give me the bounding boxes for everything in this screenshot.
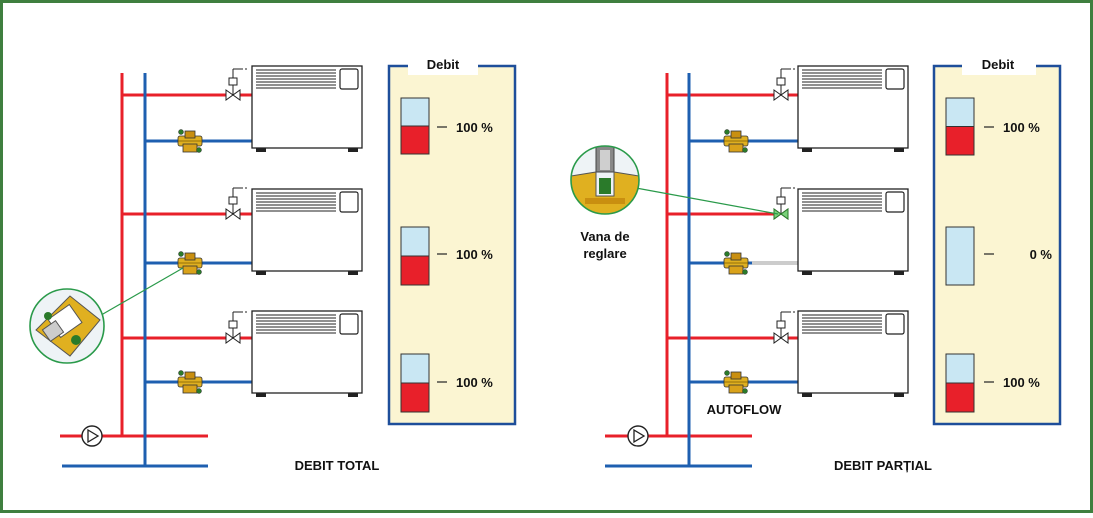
- pump-icon: [81, 425, 103, 447]
- zoom-callout-icon: [29, 267, 184, 364]
- left-gauge-3: [400, 353, 430, 413]
- right-gauge-1: [945, 97, 975, 156]
- radiator-icon: [797, 310, 909, 398]
- left-flow-label-1: 100 %: [456, 120, 493, 135]
- right-caption: DEBIT PARȚIAL: [834, 458, 932, 473]
- right-return-pipes: [605, 73, 798, 468]
- right-gauge-3: [945, 353, 975, 413]
- right-gauge-2: [945, 226, 975, 286]
- radiator-icon: [251, 65, 363, 153]
- radiator-icon: [797, 65, 909, 153]
- radiator-icon: [251, 188, 363, 276]
- left-panel-title: Debit: [427, 57, 460, 72]
- right-panel-title: Debit: [982, 57, 1015, 72]
- left-flow-label-3: 100 %: [456, 375, 493, 390]
- right-system: Vana de reglare AUTOFLOW Debit 100 % 0 %: [570, 55, 1062, 473]
- left-flow-label-2: 100 %: [456, 247, 493, 262]
- right-flow-label-3: 100 %: [1003, 375, 1040, 390]
- valve-label-line2: reglare: [583, 246, 626, 261]
- left-caption: DEBIT TOTAL: [295, 458, 380, 473]
- valve-label-line1: Vana de: [580, 229, 629, 244]
- zoom-callout-icon: [570, 145, 779, 215]
- right-debit-panel: Debit 100 % 0 % 100 %: [932, 55, 1062, 426]
- left-gauge-1: [400, 97, 430, 155]
- left-debit-panel: Debit 100 % 100 % 100 %: [387, 55, 517, 426]
- radiator-icon: [251, 310, 363, 398]
- radiator-icon: [797, 188, 909, 276]
- right-flow-label-1: 100 %: [1003, 120, 1040, 135]
- left-system: Debit 100 % 100 % 100 % DEBIT TOTAL: [29, 55, 517, 473]
- left-gauge-2: [400, 226, 430, 286]
- regulating-valve-icon: [773, 187, 796, 220]
- autoflow-label: AUTOFLOW: [707, 402, 783, 417]
- right-flow-label-2: 0 %: [1030, 247, 1053, 262]
- pump-icon: [627, 425, 649, 447]
